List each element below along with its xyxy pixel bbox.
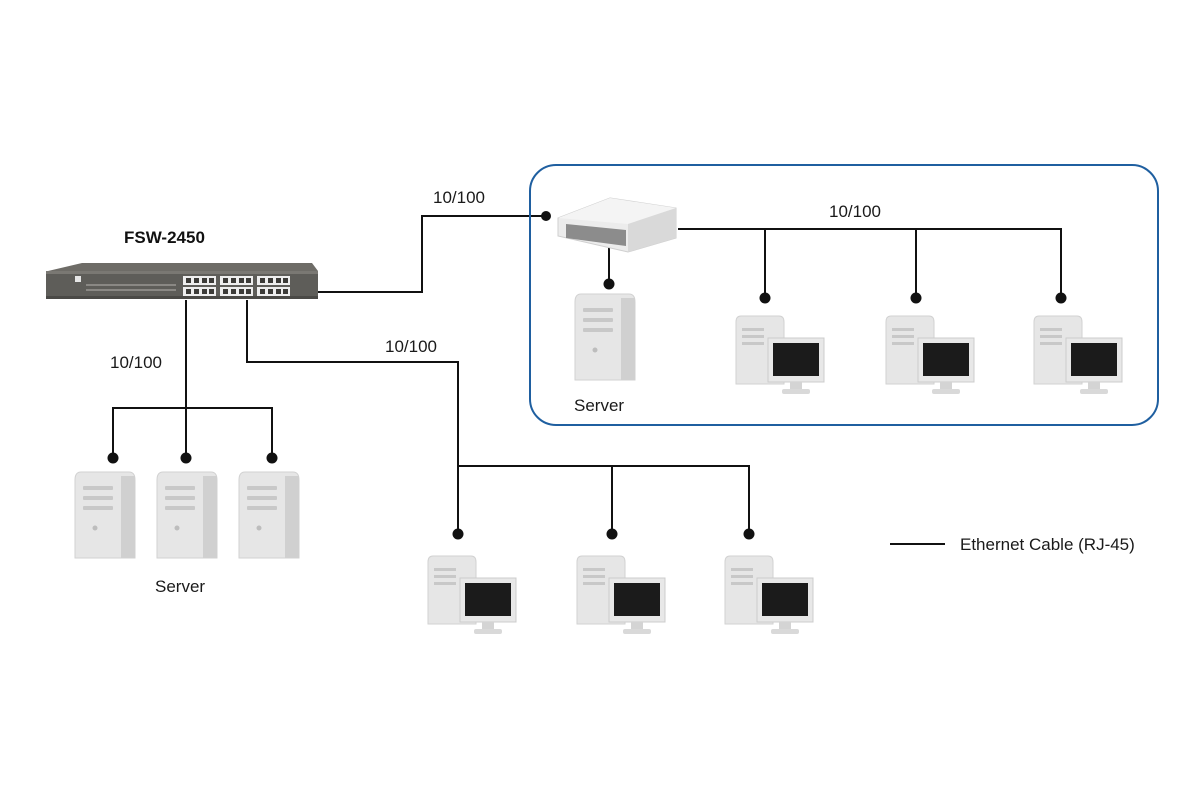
server-tower-icon	[574, 293, 636, 381]
legend-label: Ethernet Cable (RJ-45)	[960, 535, 1135, 554]
ethernet-cables	[112, 215, 1062, 534]
desktop-pc-icon	[735, 315, 825, 395]
connection-dots	[107, 211, 1067, 540]
network-switch-icon	[46, 263, 318, 299]
speed-label-server-link: 10/100	[110, 353, 162, 372]
speed-label-hub-bus: 10/100	[829, 202, 881, 221]
desktop-pc-icon	[724, 555, 814, 635]
server-label-local: Server	[155, 577, 205, 596]
switch-label: FSW-2450	[124, 228, 205, 247]
speed-label-hub-link: 10/100	[433, 188, 485, 207]
desktop-pc-icon	[576, 555, 666, 635]
server-tower-icon	[238, 471, 300, 559]
hub-icon	[557, 197, 677, 253]
legend: Ethernet Cable (RJ-45)	[890, 535, 1135, 554]
server-tower-icon	[74, 471, 136, 559]
desktop-pc-icon	[885, 315, 975, 395]
speed-label-pc-link: 10/100	[385, 337, 437, 356]
remote-network-group	[529, 164, 1159, 426]
server-tower-icon	[156, 471, 218, 559]
server-label-remote: Server	[574, 396, 624, 415]
desktop-pc-icon	[1033, 315, 1123, 395]
desktop-pc-icon	[427, 555, 517, 635]
